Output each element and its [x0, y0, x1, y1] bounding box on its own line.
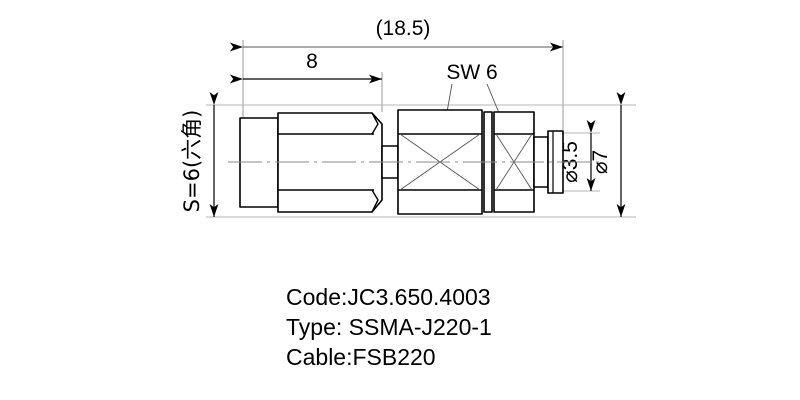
caption-block: Code:JC3.650.4003 Type: SSMA-J220-1 Cabl… — [286, 282, 716, 372]
dimension-label-hex-size: S=6(六角) — [180, 110, 204, 213]
dimension-overall-length: (18.5) — [230, 17, 563, 52]
mating-tip — [547, 130, 564, 194]
dimension-label-thread: 8 — [306, 50, 318, 73]
hex-flat-lines-main — [398, 133, 482, 191]
dimension-label-outer-diameter: ⌀7 — [589, 150, 612, 174]
callout-label-sw6: SW 6 — [446, 61, 497, 84]
dimension-label-overall: (18.5) — [376, 17, 431, 40]
dimension-hex-size: S=6(六角) — [180, 92, 219, 217]
hex-flat-lines-nut — [278, 112, 379, 213]
dimension-thread-length: 8 — [230, 50, 382, 84]
caption-line-code: Code:JC3.650.4003 — [286, 284, 491, 310]
hex-flat-lines-secondary — [494, 133, 534, 191]
dimension-outer-diameter: ⌀7 — [589, 92, 626, 217]
caption-line-type: Type: SSMA-J220-1 — [286, 314, 492, 340]
caption-line-cable: Cable:FSB220 — [286, 344, 436, 370]
